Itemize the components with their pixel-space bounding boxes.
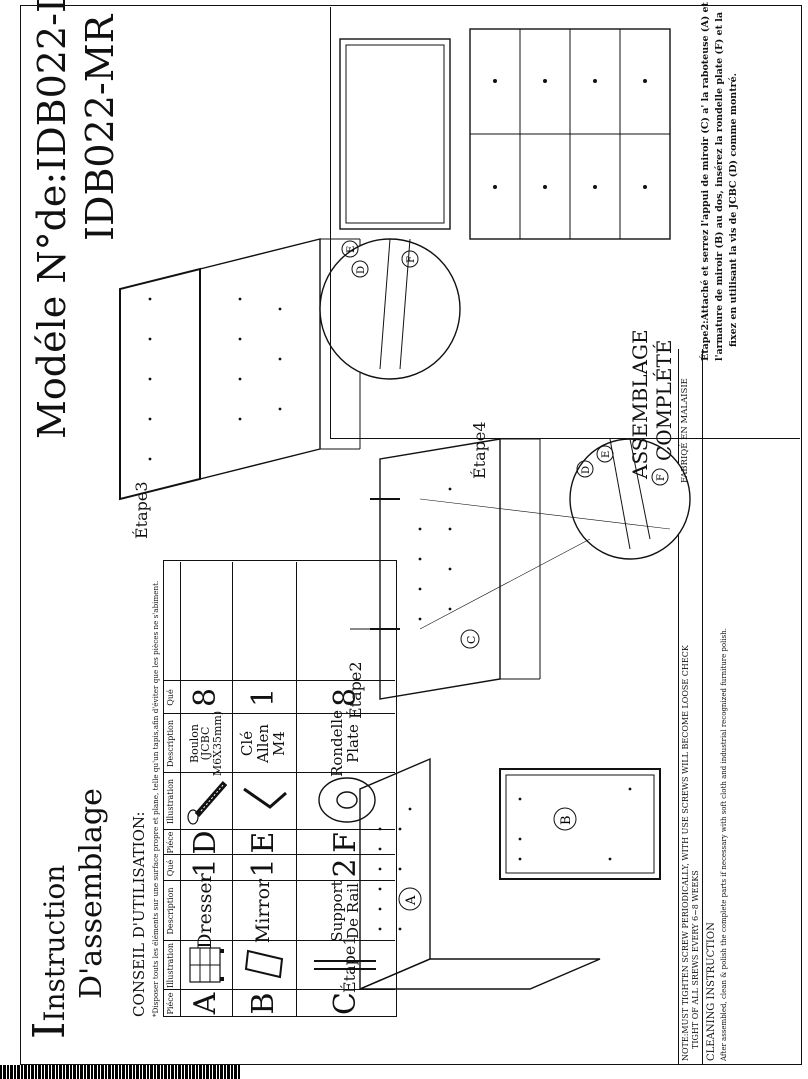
th-description-2: Description [166,720,176,767]
made-in: FABRIQÉ EN MALAISIE [680,378,690,483]
step2-label-f: F [656,474,667,481]
step3-drawing: D E F [119,238,461,501]
advice-text: *Disposer touts les éléments sur une sur… [151,580,160,1017]
row-d-qty: 8 [188,687,224,708]
step1-drawing: A B [359,757,661,991]
mirror-illustration [244,949,284,979]
row-f-desc-line2: Plate [343,724,362,763]
advice-title: CONSEIL D'UTILISATION: [130,811,148,1017]
note-line-1: NOTE:MUST TIGHTEN SCREW PERIODICALLY, WI… [681,645,690,1061]
step2-drawing: C D E F [350,438,691,700]
th-piece-2: Piéce [166,831,176,854]
row-a-description: Dresser [194,873,217,949]
row-a-piece: A [188,992,224,1015]
row-e-description: Clé Allen M4 [232,714,296,773]
step4-label: Étape4 [470,421,489,479]
row-a-qty: 1 [188,858,224,878]
step2-label-c: C [465,636,478,644]
row-b-piece: B [246,992,282,1015]
th-illustration: Illustration [166,942,176,989]
step2-instruction-1: Étape2:Attaché et serrez l'appui de miro… [700,2,711,361]
step2-label-e: E [601,451,612,458]
washer-illustration [318,777,376,823]
row-d-description: Boulon (JCBC M6X35mm) [180,710,232,777]
step4-drawing [339,28,671,240]
row-e-desc-line2: M4 [269,731,288,756]
th-illustration-2: Illustration [166,778,176,825]
dresser-illustration [189,947,224,983]
th-description: Description [166,887,176,935]
row-b-qty: 1 [246,858,282,878]
th-qty: Qué [166,859,176,877]
th-qty-2: Qué [166,689,176,706]
cleaning-text: After assembled, clean & polish the comp… [720,628,728,1061]
cleaning-title: CLEANING INSTRUCTION [706,922,717,1061]
step2-label-d: D [581,466,592,474]
assemblage-title: D'assemblage [74,788,109,999]
scan-barcode-strip [0,1065,240,1079]
allen-key-illustration [243,787,287,809]
step1-label-b: B [559,815,574,825]
rail-support-illustration [314,960,376,970]
complete-line-1: ASSEMBLAGE [628,329,652,479]
bolt-illustration [187,781,228,825]
complete-line-2: COMPLÉTÉ [652,339,676,461]
model-number-second: IDB022-MR [78,14,122,241]
step3-label-e: E [346,246,357,253]
th-piece: Piéce [166,992,176,1015]
row-d-desc-line3: M6X35mm) [210,710,224,777]
step2-instruction-2: l'armature de miroir (B) au dos, insérez… [714,11,725,361]
row-d-piece: D [188,830,224,855]
instruction-title: IInstruction [24,864,75,1039]
step3-label-f: F [406,256,417,263]
row-e-qty: 1 [246,687,282,708]
row-e-desc-line1: Clé Allen [238,724,273,763]
row-e-piece: E [246,831,282,854]
note-line-2: TIGHT OF ALL SREWS EVERY 6~8 WEEKS [691,870,700,1049]
step2-instruction-3: fixez en utilisant la vis de JCBC (D) co… [728,73,739,347]
step3-label-d: D [356,266,367,274]
row-b-description: Mirror [252,878,275,944]
step1-label-a: A [404,895,419,906]
